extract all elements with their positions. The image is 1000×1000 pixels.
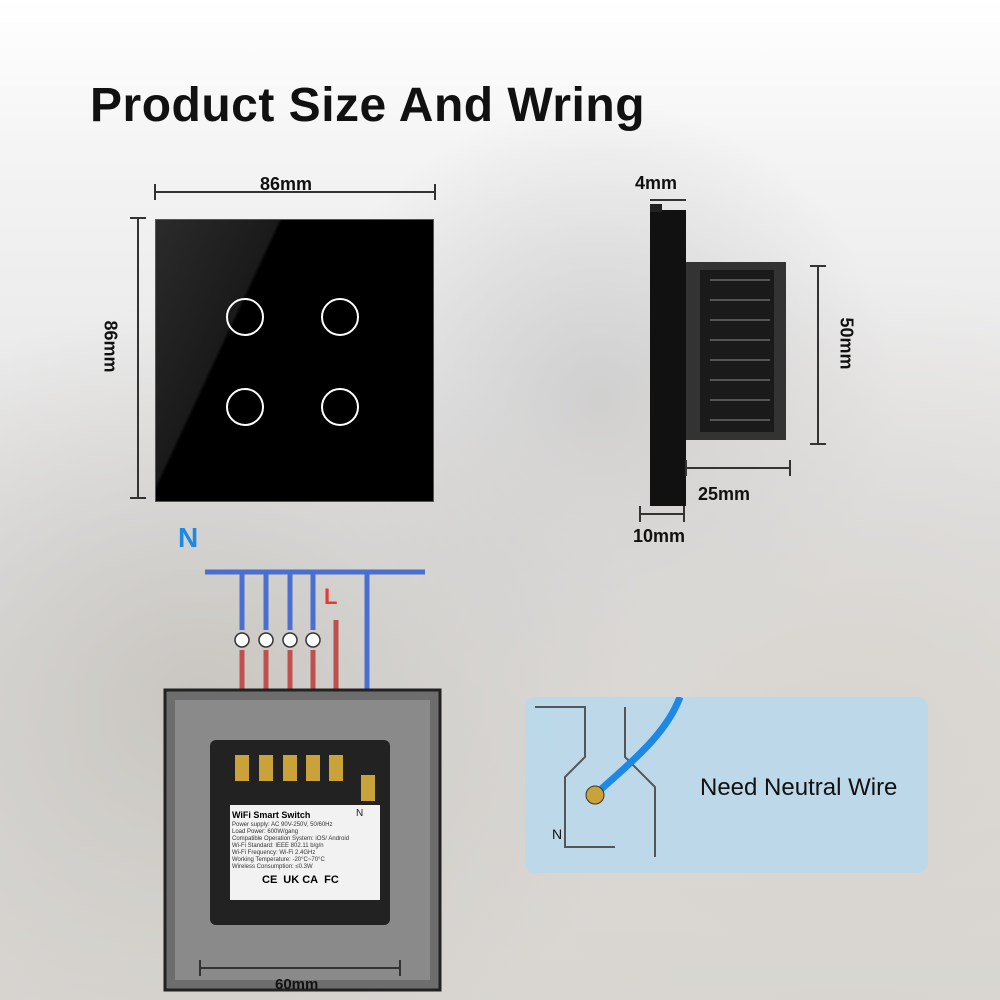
side-panel-label: 10mm [633,526,686,546]
side-depth-label: 50mm [836,317,857,370]
module-name: WiFi Smart Switch [232,810,311,820]
module-specs: Power supply: AC 90V-250V, 50/60Hz Load … [232,822,372,871]
module-spec: Compatible Operation System: iOS/ Androi… [232,836,350,842]
terminal-label-l2: L2 [280,793,292,804]
touch-button-4 [321,388,359,426]
live-label: L [324,584,338,609]
page-title: Product Size And Wring [90,79,646,132]
ce-mark: CE [262,874,278,886]
terminal-label-l4: L4 [232,793,244,804]
callout-terminal-label: N [552,826,563,842]
front-width-label: 86mm [260,174,313,194]
touch-button-2 [321,298,359,336]
panel-gloss [156,220,433,501]
switch-front-panel [155,219,434,502]
module-spec: Power supply: AC 90V-250V, 50/60Hz [232,822,333,828]
wiring-diagram [163,569,442,992]
touch-button-1 [226,298,264,336]
neutral-label: N [178,522,199,553]
callout-text: Need Neutral Wire [700,774,898,801]
callout-terminal-closeup [535,697,684,857]
switch-side-view [639,199,826,522]
terminal-label-l: L [329,793,335,804]
module-spec: Wi-Fi Frequency: Wi-Fi 2.4GHz [232,850,316,856]
ukca-mark: UK CA [283,874,319,886]
back-width-label: 60mm [275,976,319,993]
neutral-wire-callout [525,697,928,873]
terminal-label-l3: L3 [256,793,268,804]
module-spec: Wireless Consumption: ≤0.3W [232,864,313,870]
terminal-label-l1: L1 [303,793,315,804]
touch-button-3 [226,388,264,426]
side-body-label: 25mm [698,484,751,504]
side-thickness-label: 4mm [635,173,678,193]
front-height-label: 86mm [100,320,121,373]
module-spec: Wi-Fi Standard: IEEE 802.11 b/g/n [232,843,324,849]
fc-mark: FC [324,874,339,886]
front-dimension-lines [130,184,436,499]
module-spec: Working Temperature: -20°C~70°C [232,857,325,863]
cert-marks: CE UK CA FC [262,874,339,886]
module-spec: Load Power: 600W/gang [232,829,299,835]
terminal-label-n: N [356,808,364,819]
